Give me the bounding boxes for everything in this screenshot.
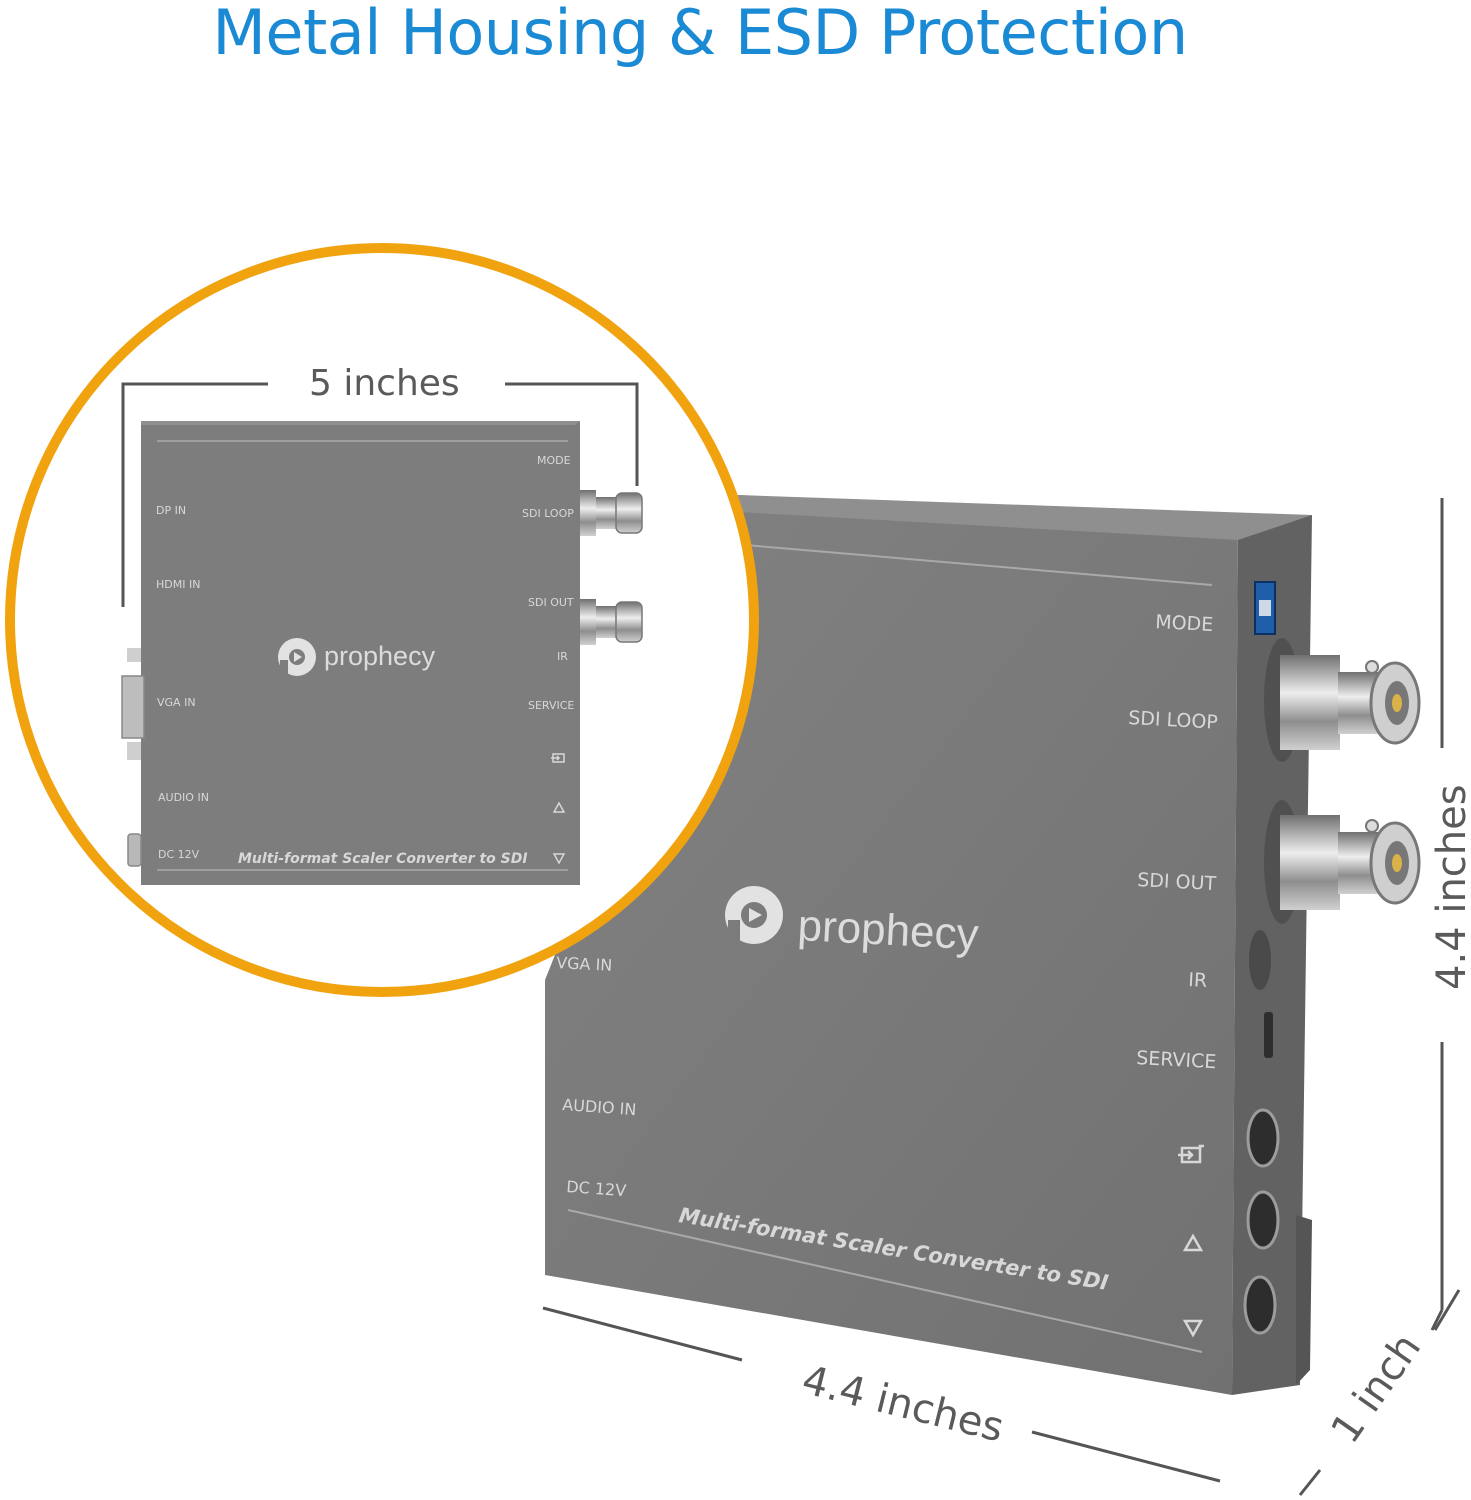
dimension-width (542, 1306, 1221, 1483)
inset-device-body (141, 421, 580, 885)
label-vga-in: VGA IN (556, 953, 613, 975)
bnc-connector-sdi-out (1264, 800, 1421, 924)
label-dc: DC 12V (566, 1177, 627, 1200)
inset-dc-port (127, 833, 142, 867)
inset-label-mode: MODE (537, 454, 571, 467)
dimension-depth-label: 1 inch (1323, 1325, 1431, 1451)
label-mode: MODE (1155, 611, 1214, 636)
inset-up-triangle-icon (552, 801, 566, 813)
label-sdi-loop: SDI LOOP (1128, 707, 1219, 734)
headline: Metal Housing & ESD Protection (212, 0, 1188, 69)
inset-label-dp-in: DP IN (156, 504, 186, 517)
dimension-inset-width (121, 382, 639, 607)
dimension-width-label: 4.4 inches (798, 1357, 1009, 1451)
dimension-depth (1298, 1289, 1461, 1496)
inset-prophecy-logo-icon (278, 638, 316, 678)
inset-bnc-sdi-out (580, 599, 643, 645)
dimension-height-label: 4.4 inches (1429, 784, 1471, 990)
side-buttons (1243, 1108, 1280, 1335)
prophecy-logo-icon (725, 886, 783, 948)
inset-bnc-sdi-loop (580, 490, 643, 536)
inset-label-hdmi-in: HDMI IN (156, 578, 200, 591)
inset-label-dc: DC 12V (158, 848, 200, 861)
ir-window (1249, 930, 1271, 990)
inset-label-sdi-out: SDI OUT (528, 596, 574, 609)
down-triangle-icon (1182, 1319, 1204, 1338)
up-triangle-icon (1182, 1233, 1204, 1252)
dimension-inset-width-label: 5 inches (309, 363, 460, 404)
enter-icon (1178, 1144, 1204, 1164)
label-sdi-out: SDI OUT (1137, 869, 1217, 895)
inset-enter-icon (551, 753, 565, 763)
label-ir: IR (1188, 969, 1208, 992)
inset-label-product-name: Multi-format Scaler Converter to SDI (238, 851, 528, 867)
inset-down-triangle-icon (552, 853, 566, 865)
inset-label-sdi-loop: SDI LOOP (522, 507, 574, 520)
bnc-connector-sdi-loop (1264, 638, 1421, 762)
inset-vga-port (121, 648, 145, 760)
inset-brand-name: prophecy (324, 641, 436, 671)
inset-label-audio-in: AUDIO IN (158, 791, 209, 804)
service-port (1264, 1012, 1273, 1058)
inset-callout: 5 inches MODE SDI LOOP SDI OUT IR SERV (5, 243, 759, 997)
inset-label-service: SERVICE (528, 699, 574, 712)
brand-name: prophecy (796, 901, 979, 959)
inset-label-vga-in: VGA IN (157, 696, 196, 709)
inset-label-ir: IR (557, 650, 568, 663)
label-service: SERVICE (1136, 1047, 1217, 1073)
dimension-height (1430, 498, 1444, 1331)
